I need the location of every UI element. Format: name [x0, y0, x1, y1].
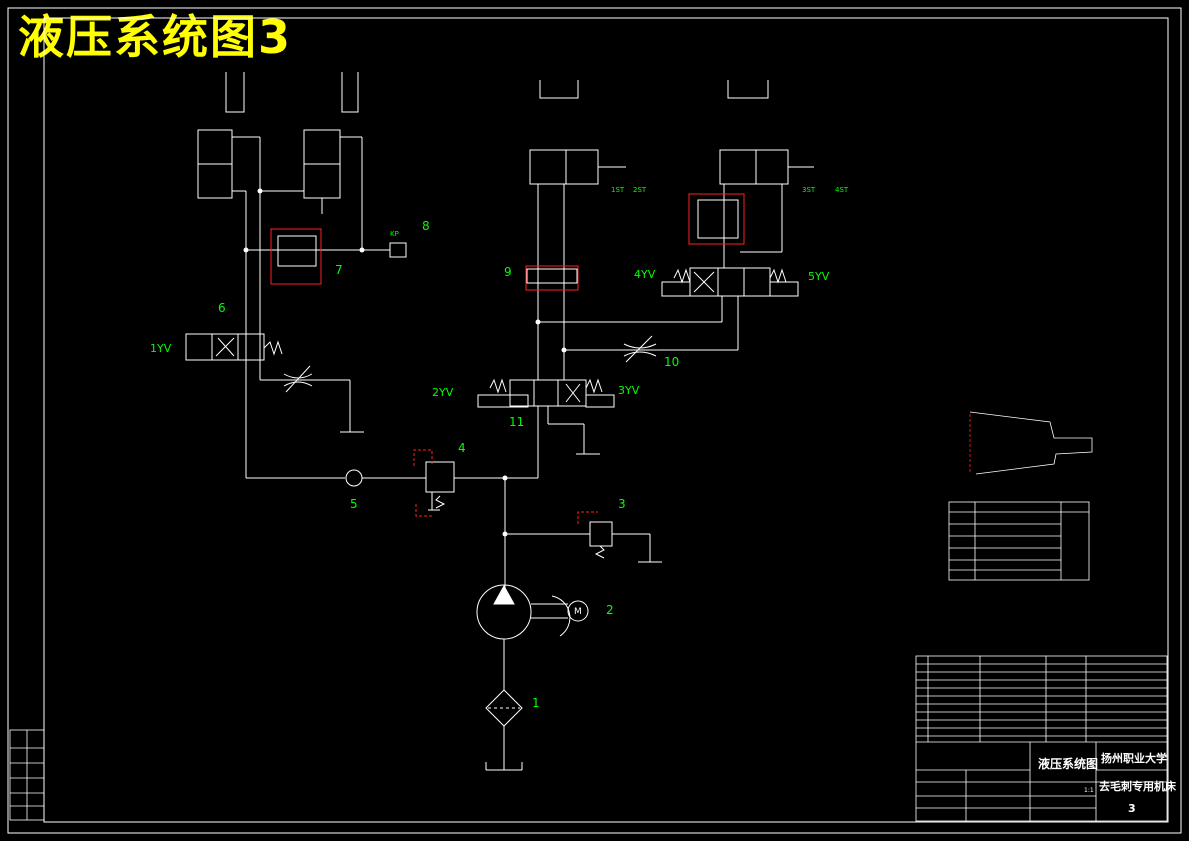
- label-8: 8: [422, 219, 430, 233]
- scale-value: 1:1: [1084, 787, 1094, 794]
- sheet-number: 3: [1128, 802, 1136, 815]
- label-10: 10: [664, 355, 679, 369]
- label-3: 3: [618, 497, 626, 511]
- title-block: [915, 655, 1168, 822]
- drawing-name: 液压系统图: [1038, 756, 1098, 771]
- small-labels: KP 1ST 2ST 3ST 4ST: [390, 186, 849, 238]
- label-9: 9: [504, 265, 512, 279]
- label-2st: 2ST: [633, 186, 647, 194]
- title-block-text: 液压系统图 扬州职业大学 去毛刺专用机床 3 1:1: [1038, 751, 1177, 815]
- label-4: 4: [458, 441, 466, 455]
- component-labels: 1 2 3 4 5 6 7 8 9 10 11 1YV 2YV 3YV 4YV …: [150, 219, 830, 710]
- label-6: 6: [218, 301, 226, 315]
- label-4yv: 4YV: [634, 268, 656, 281]
- label-3st: 3ST: [802, 186, 816, 194]
- label-1: 1: [532, 696, 540, 710]
- label-2: 2: [606, 603, 614, 617]
- label-11: 11: [509, 415, 524, 429]
- sequence-chart: [948, 411, 1093, 581]
- machine-name: 去毛刺专用机床: [1099, 779, 1177, 793]
- school-name: 扬州职业大学: [1101, 751, 1167, 765]
- pipe-lines: [185, 72, 814, 771]
- label-kp: KP: [390, 230, 399, 238]
- label-2yv: 2YV: [432, 386, 454, 399]
- junction-dots: [243, 188, 567, 537]
- label-4st: 4ST: [835, 186, 849, 194]
- label-3yv: 3YV: [618, 384, 640, 397]
- label-1st: 1ST: [611, 186, 625, 194]
- motor-label: M: [574, 607, 582, 617]
- label-7: 7: [335, 263, 343, 277]
- label-5: 5: [350, 497, 358, 511]
- drawing-frame: [7, 7, 1182, 834]
- label-1yv: 1YV: [150, 342, 172, 355]
- highlight-boxes: [270, 193, 745, 524]
- drawing-title: 液压系统图3: [18, 10, 293, 64]
- label-5yv: 5YV: [808, 270, 830, 283]
- margin-stamp-table: [9, 729, 45, 821]
